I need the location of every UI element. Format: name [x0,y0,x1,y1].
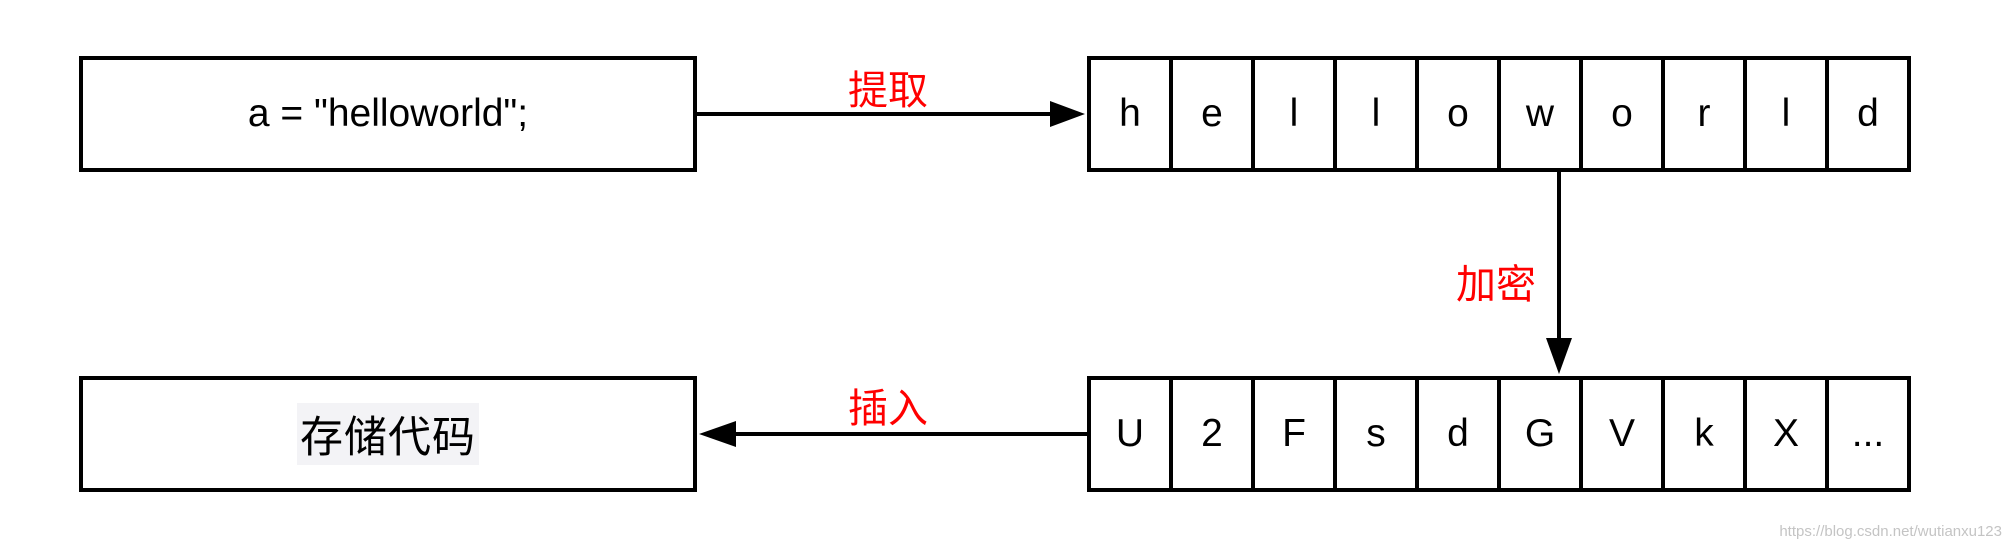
ciphertext-char-cell: V [1579,376,1665,492]
watermark-url: https://blog.csdn.net/wutianxu123 [1779,523,2002,540]
ciphertext-char-cell: U [1087,376,1173,492]
ciphertext-char-cell: s [1333,376,1419,492]
extract-label: 提取 [848,68,928,114]
encrypt-arrow [1546,172,1572,374]
plaintext-char-cell: l [1251,56,1337,172]
ciphertext-char-cell: ... [1825,376,1911,492]
source-code-box: a = "helloworld"; [79,56,697,172]
ciphertext-char-cell: F [1251,376,1337,492]
plaintext-char-cell: o [1579,56,1665,172]
encrypt-label: 加密 [1456,262,1536,308]
storage-code-text: 存储代码 [297,403,479,465]
storage-code-box: 存储代码 [79,376,697,492]
ciphertext-char-cell: k [1661,376,1747,492]
plaintext-char-cell: w [1497,56,1583,172]
insert-label: 插入 [848,386,928,432]
ciphertext-char-cell: G [1497,376,1583,492]
plaintext-char-cell: l [1743,56,1829,172]
plaintext-char-cell: l [1333,56,1419,172]
plaintext-char-cell: e [1169,56,1255,172]
plaintext-char-cell: d [1825,56,1911,172]
plaintext-char-cell: r [1661,56,1747,172]
source-code-text: a = "helloworld"; [247,92,529,135]
ciphertext-char-cell: 2 [1169,376,1255,492]
plaintext-char-cell: h [1087,56,1173,172]
ciphertext-char-cell: d [1415,376,1501,492]
plaintext-char-cell: o [1415,56,1501,172]
ciphertext-char-cell: X [1743,376,1829,492]
